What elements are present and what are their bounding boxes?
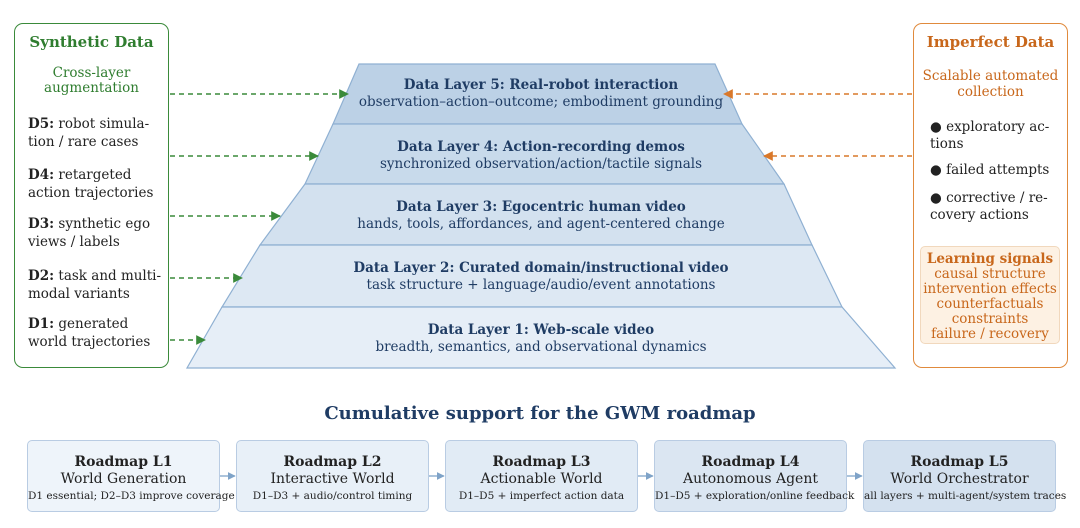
- d1-label: D1:: [28, 316, 55, 332]
- roadmap-l5-desc: all layers + multi-agent/system traces: [864, 490, 1067, 502]
- d4-line-2: action trajectories: [28, 185, 154, 201]
- d5-line-2: tion / rare cases: [28, 134, 139, 150]
- bullet-2-line-1: failed attempts: [946, 162, 1050, 178]
- roadmap-l2-desc: D1–D3 + audio/control timing: [252, 490, 413, 502]
- roadmap-title: Cumulative support for the GWM roadmap: [324, 403, 756, 424]
- d2-label: D2:: [28, 268, 55, 284]
- roadmap-l4-name: Autonomous Agent: [683, 471, 818, 487]
- synthetic-item-d5: D5: robot simula- tion / rare cases: [28, 115, 166, 151]
- d1-line-1: generated: [58, 316, 129, 332]
- synthetic-data-panel: Synthetic Data Cross-layer augmentation …: [14, 23, 169, 368]
- synthetic-subtitle-2: augmentation: [44, 80, 139, 96]
- roadmap-step-l4: Roadmap L4 Autonomous Agent D1–D5 + expl…: [654, 440, 855, 512]
- learning-signal-3: counterfactuals: [936, 296, 1044, 312]
- layer-3-title: Data Layer 3: Egocentric human video: [396, 199, 686, 215]
- roadmap-l2-name: Interactive World: [270, 471, 395, 487]
- synthetic-item-d2: D2: task and multi- modal variants: [28, 267, 166, 303]
- synthetic-subtitle-1: Cross-layer: [52, 65, 131, 81]
- roadmap-l1-level: Roadmap L1: [74, 454, 173, 470]
- roadmap-l2-level: Roadmap L2: [283, 454, 382, 470]
- learning-signal-2: intervention effects: [923, 281, 1057, 297]
- bullet-1-line-2: tions: [930, 136, 964, 152]
- roadmap-l3-name: Actionable World: [480, 471, 603, 487]
- roadmap-step-l5: Roadmap L5 World Orchestrator all layers…: [863, 440, 1067, 512]
- bullet-3-line-1: corrective / re-: [946, 190, 1048, 206]
- synthetic-item-d4: D4: retargeted action trajectories: [28, 166, 166, 202]
- d3-label: D3:: [28, 216, 55, 232]
- synthetic-item-d1: D1: generated world trajectories: [28, 315, 166, 351]
- roadmap-l3-level: Roadmap L3: [492, 454, 591, 470]
- layer-5-desc: observation–action–outcome; embodiment g…: [358, 94, 724, 110]
- layer-2-title: Data Layer 2: Curated domain/instruction…: [353, 260, 729, 276]
- synthetic-title: Synthetic Data: [29, 33, 154, 51]
- learning-signal-5: failure / recovery: [931, 326, 1049, 342]
- d5-label: D5:: [28, 116, 55, 132]
- imperfect-subtitle-2: collection: [957, 84, 1024, 100]
- layer-3-desc: hands, tools, affordances, and agent-cen…: [357, 216, 725, 232]
- layer-2-desc: task structure + language/audio/event an…: [366, 277, 716, 293]
- synthetic-item-d3: D3: synthetic ego views / labels: [28, 215, 166, 251]
- roadmap-l5-name: World Orchestrator: [890, 471, 1029, 487]
- layer-1-title: Data Layer 1: Web-scale video: [427, 322, 655, 338]
- roadmap-step-l1: Roadmap L1 World Generation D1 essential…: [27, 440, 235, 512]
- imperfect-title: Imperfect Data: [926, 33, 1055, 51]
- learning-signal-4: constraints: [951, 311, 1029, 327]
- d3-line-1: synthetic ego: [58, 216, 151, 232]
- d5-line-1: robot simula-: [58, 116, 150, 132]
- d2-line-2: modal variants: [28, 286, 130, 302]
- d2-line-1: task and multi-: [58, 268, 162, 284]
- roadmap-l1-desc: D1 essential; D2–D3 improve coverage: [28, 490, 235, 502]
- roadmap-l1-name: World Generation: [60, 471, 187, 487]
- layer-1-desc: breadth, semantics, and observational dy…: [375, 339, 707, 355]
- imperfect-subtitle-1: Scalable automated: [922, 68, 1059, 84]
- layer-1-band: [185, 306, 897, 369]
- learning-signals-title: Learning signals: [926, 251, 1054, 267]
- imperfect-bullet-2: ● failed attempts: [930, 162, 1050, 178]
- d1-line-2: world trajectories: [28, 334, 151, 350]
- roadmap-l5-level: Roadmap L5: [910, 454, 1009, 470]
- roadmap-l4-desc: D1–D5 + exploration/online feedback: [655, 490, 855, 502]
- imperfect-bullet-3: ● corrective / re- covery actions: [930, 190, 1060, 224]
- roadmap-l3-desc: D1–D5 + imperfect action data: [458, 490, 625, 502]
- layer-4-desc: synchronized observation/action/tactile …: [379, 156, 703, 172]
- layer-5-title: Data Layer 5: Real-robot interaction: [403, 77, 679, 93]
- roadmap-step-l2: Roadmap L2 Interactive World D1–D3 + aud…: [236, 440, 429, 512]
- bullet-1-line-1: exploratory ac-: [946, 119, 1050, 135]
- learning-signal-1: causal structure: [934, 266, 1046, 282]
- d3-line-2: views / labels: [28, 234, 120, 250]
- roadmap-step-l3: Roadmap L3 Actionable World D1–D5 + impe…: [445, 440, 638, 512]
- layer-2-band: [220, 244, 843, 308]
- roadmap-l4-level: Roadmap L4: [701, 454, 800, 470]
- d4-line-1: retargeted: [58, 167, 132, 183]
- learning-signals-box: Learning signals causal structure interv…: [920, 246, 1060, 344]
- d4-label: D4:: [28, 167, 55, 183]
- bullet-3-line-2: covery actions: [930, 207, 1029, 223]
- imperfect-bullet-1: ● exploratory ac- tions: [930, 119, 1060, 153]
- layer-4-title: Data Layer 4: Action-recording demos: [397, 139, 685, 155]
